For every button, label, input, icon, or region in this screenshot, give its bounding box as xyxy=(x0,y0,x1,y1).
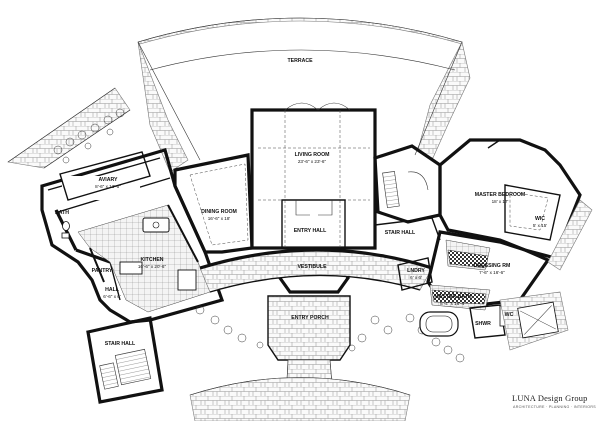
label-entry-porch: ENTRY PORCH xyxy=(291,315,329,321)
label-wc: WC xyxy=(505,312,514,318)
label-shower: SHWR xyxy=(475,321,491,327)
label-terrace: TERRACE xyxy=(287,58,313,64)
right-stair-hall xyxy=(373,144,442,241)
dim-living-room: 23'-6" x 23'-6" xyxy=(298,159,327,164)
entry-hall xyxy=(281,199,346,249)
left-stair-hall xyxy=(86,316,164,404)
moon-icon xyxy=(486,378,498,402)
terrace-area xyxy=(137,17,471,173)
label-hall: HALL xyxy=(105,287,120,293)
terrace-paving-east xyxy=(417,41,471,161)
dim-dining-room: 16'-6" x 18' xyxy=(208,216,231,221)
plantings-left xyxy=(53,108,125,164)
left-bath-fixtures xyxy=(61,221,70,239)
dim-dressing-room: 7'-6" x 16'-6" xyxy=(479,270,505,275)
terrace-paving-west xyxy=(137,41,189,173)
logo-tagline: ARCHITECTURE · PLANNING · INTERIORS xyxy=(513,405,596,409)
label-wic: WIC xyxy=(535,216,545,222)
label-vestibule: VESTIBULE xyxy=(297,264,327,270)
entry-porch-band xyxy=(199,248,433,293)
label-master-bedroom: MASTER BEDROOM xyxy=(475,192,525,198)
right-deck xyxy=(499,199,593,351)
dim-master-bedroom: 18' x 17' xyxy=(492,199,509,204)
label-living-room: LIVING ROOM xyxy=(295,152,330,158)
dim-hall: 6'-6" x 6' xyxy=(103,294,121,299)
label-aviary: AVIARY xyxy=(98,177,118,183)
label-kitchen: KITCHEN xyxy=(140,257,163,263)
entry-porch-paving xyxy=(267,295,351,361)
living-room xyxy=(250,102,377,250)
label-entry-hall: ENTRY HALL xyxy=(294,228,327,234)
label-laundry: LNDRY xyxy=(407,268,425,274)
label-stair-hall-right: STAIR HALL xyxy=(385,230,416,236)
plantings-front xyxy=(195,305,465,363)
logo-name: LUNA Design Group xyxy=(512,394,588,403)
dim-master-bath: 8'-4" x 16'-4" xyxy=(440,301,466,306)
laundry-walls xyxy=(397,257,433,291)
dim-aviary: 8'-6" x 13'-6" xyxy=(95,184,121,189)
dining-room xyxy=(173,153,254,254)
dim-laundry: 6' x 6' xyxy=(410,275,422,280)
front-arc-paving xyxy=(189,377,411,421)
room-labels: TERRACE LIVING ROOM 23'-6" x 23'-6" DINI… xyxy=(55,58,547,347)
label-stair-hall-left: STAIR HALL xyxy=(105,341,136,347)
label-pantry: PANTRY xyxy=(92,268,113,274)
label-bath: BATH xyxy=(55,210,69,216)
dim-kitchen: 16'-6" x 20'-6" xyxy=(138,264,167,269)
label-dressing-room: DRESSING RM xyxy=(474,263,511,269)
dim-wic: 5' x 15' xyxy=(533,223,547,228)
kitchen-cabinetry xyxy=(89,204,199,291)
aviary-deck-paving xyxy=(7,87,131,169)
label-master-bath: MASTER BATH xyxy=(434,294,472,300)
terrace-paving-left xyxy=(137,17,463,45)
label-dining-room: DINING ROOM xyxy=(201,209,237,215)
